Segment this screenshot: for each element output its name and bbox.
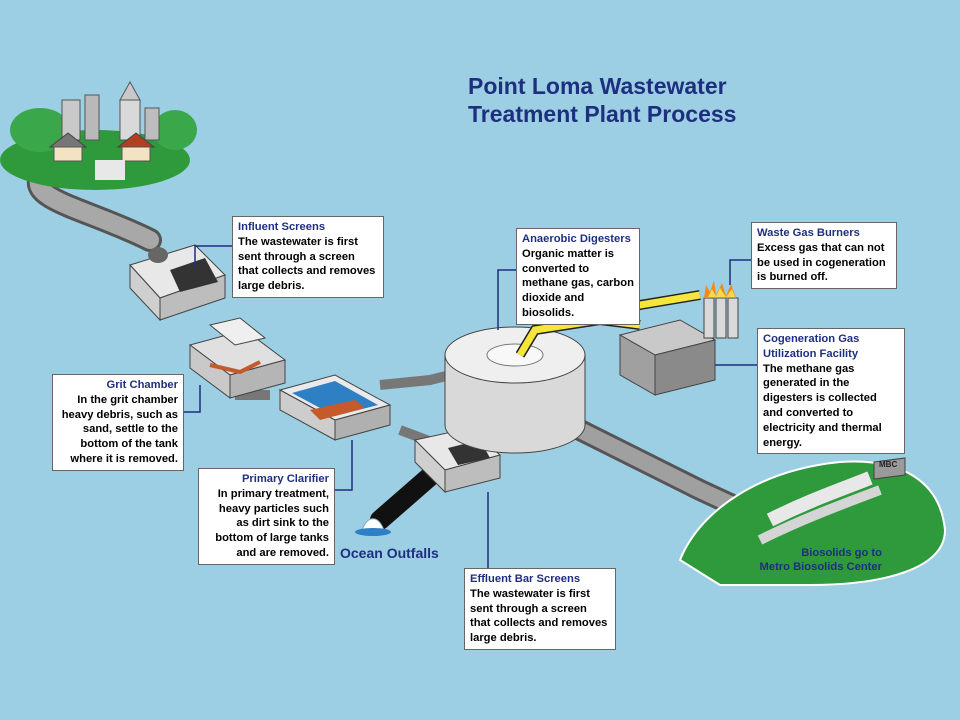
callout-body: In the grit chamber heavy debris, such a… (61, 393, 178, 465)
callout-heading: Influent Screens (238, 221, 326, 233)
title-line-1: Point Loma Wastewater (468, 73, 727, 99)
anaerobic-digester-tank (444, 326, 586, 454)
callout-grit-chamber: Grit Chamber In the grit chamber heavy d… (52, 374, 184, 471)
cogeneration-building (618, 319, 717, 396)
leader-influent (194, 245, 232, 268)
callout-anaerobic-digesters: Anaerobic Digesters Organic matter is co… (516, 228, 640, 325)
callout-heading: Primary Clarifier (241, 473, 329, 485)
callout-body: The wastewater is first sent through a s… (470, 587, 608, 645)
callout-primary-clarifier: Primary Clarifier In primary treatment, … (198, 468, 335, 565)
page-title: Point Loma Wastewater Treatment Plant Pr… (468, 72, 736, 128)
callout-body: The wastewater is first sent through a s… (238, 235, 376, 293)
callout-body: Organic matter is converted to methane g… (522, 247, 634, 319)
waste-gas-burners (703, 280, 739, 339)
grit-chamber-tank (188, 317, 287, 399)
ocean-splash (355, 518, 391, 536)
ocean-outfall-pipe (370, 462, 445, 530)
primary-clarifier-tank (278, 374, 392, 441)
callout-waste-gas-burners: Waste Gas Burners Excess gas that can no… (751, 222, 897, 290)
callout-influent-screens: Influent Screens The wastewater is first… (232, 216, 384, 298)
leader-digesters (497, 269, 516, 330)
biosolids-label-line-1: Biosolids go to (801, 547, 882, 559)
callout-cogeneration: Cogeneration Gas Utilization Facility Th… (757, 328, 905, 455)
title-line-2: Treatment Plant Process (468, 101, 737, 127)
callout-heading: Anaerobic Digesters (522, 233, 631, 245)
ocean-outfalls-label: Ocean Outfalls (340, 545, 439, 561)
leader-clarifier (335, 440, 353, 491)
city-illustration (0, 80, 197, 190)
biosolids-label-line-2: Metro Biosolids Center (759, 561, 882, 573)
leader-burners (729, 259, 751, 285)
callout-body: Excess gas that can not be used in cogen… (757, 241, 886, 284)
callout-heading: Grit Chamber (106, 379, 179, 391)
callout-effluent-bar-screens: Effluent Bar Screens The wastewater is f… (464, 568, 616, 650)
mbc-sign: MBC (879, 460, 898, 469)
biosolids-label: Biosolids go to Metro Biosolids Center (736, 546, 882, 574)
influent-screen-tank (129, 244, 226, 322)
metro-biosolids-center (678, 457, 947, 586)
callout-body: In primary treatment, heavy particles su… (215, 487, 329, 559)
callout-body: The methane gas generated in the digeste… (763, 362, 882, 449)
callout-heading: Effluent Bar Screens (470, 573, 581, 585)
callout-heading: Cogeneration Gas Utilization Facility (763, 333, 860, 360)
leader-grit (184, 385, 201, 413)
callout-heading: Waste Gas Burners (757, 227, 860, 239)
